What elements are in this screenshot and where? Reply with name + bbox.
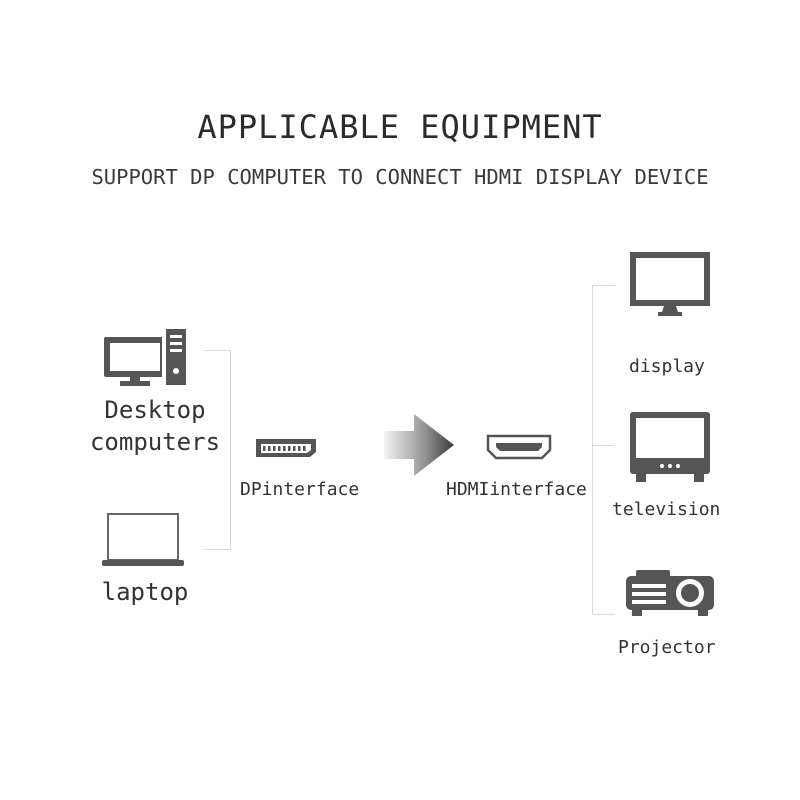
hdmi-label: HDMIinterface [446, 479, 587, 500]
displayport-connector-icon [254, 437, 318, 459]
source-bracket [204, 350, 231, 550]
target-bracket [592, 285, 615, 615]
television-label: television [612, 499, 721, 520]
desktop-label-line2: computers [89, 428, 221, 456]
arrow-right-icon [384, 414, 456, 476]
laptop-icon [100, 512, 184, 568]
monitor-icon [628, 250, 712, 318]
projector-label: Projector [618, 637, 716, 658]
desktop-label: Desktop computers [70, 394, 240, 458]
target-bracket-mid [592, 445, 614, 446]
hdmi-connector-icon [486, 434, 552, 460]
dp-label: DPinterface [240, 479, 360, 500]
desktop-computer-icon [100, 325, 192, 387]
page-subtitle: SUPPORT DP COMPUTER TO CONNECT HDMI DISP… [91, 165, 709, 189]
projector-icon [624, 570, 716, 620]
desktop-label-line1: Desktop [104, 396, 206, 424]
television-icon [628, 410, 712, 484]
display-label: display [629, 356, 705, 377]
laptop-label: laptop [101, 578, 189, 606]
page-title: APPLICABLE EQUIPMENT [197, 108, 603, 146]
